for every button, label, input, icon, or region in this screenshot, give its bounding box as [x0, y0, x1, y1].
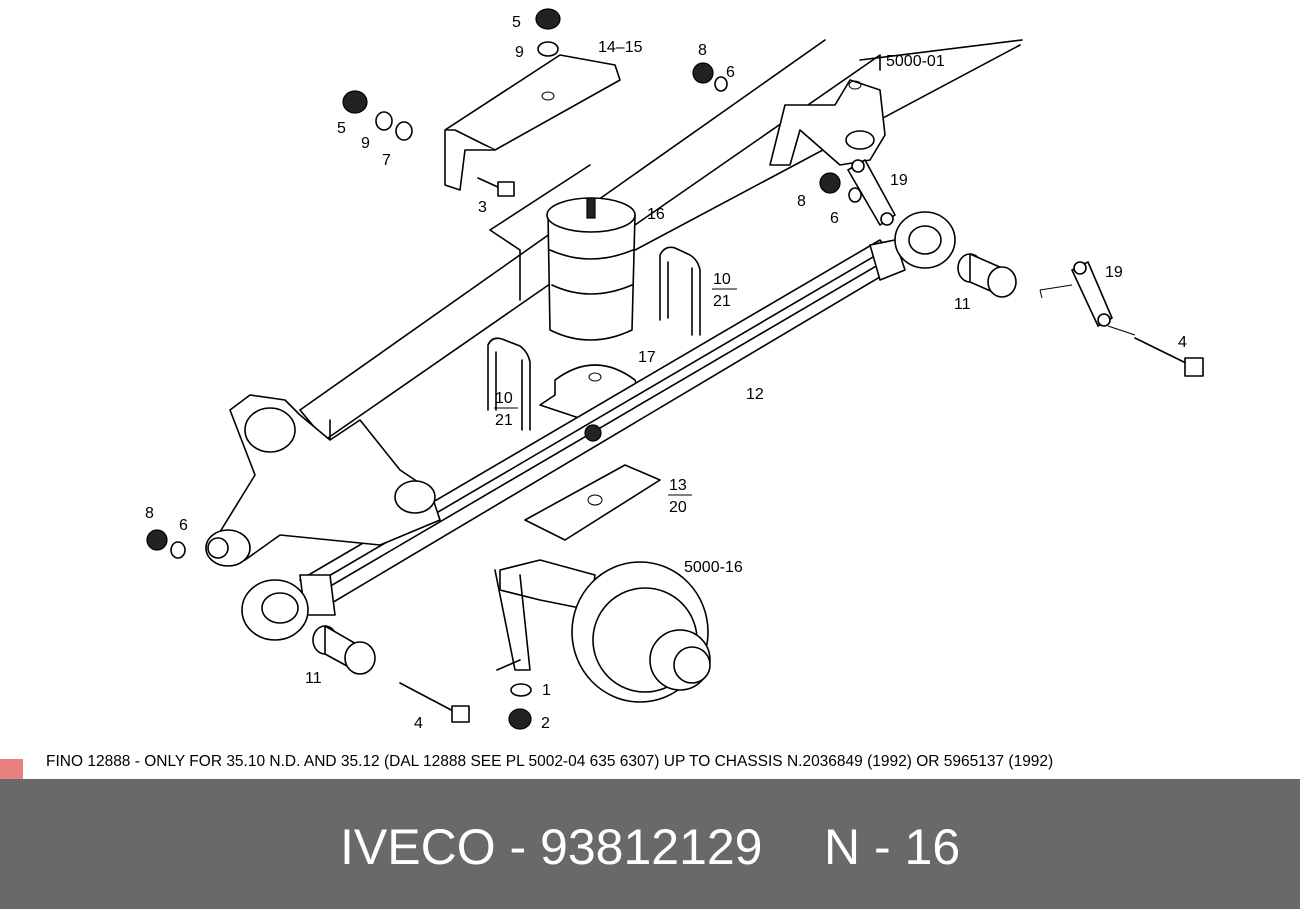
washer-6-mid — [848, 187, 862, 203]
washer-6-left — [170, 541, 186, 559]
callout-6: 6 — [726, 64, 735, 81]
spring-eye-front — [241, 579, 309, 641]
spring-eye-rear — [894, 211, 956, 269]
callout-10: 10 — [495, 390, 513, 407]
nut-8-left — [146, 529, 168, 551]
callout-4: 4 — [414, 715, 423, 732]
bolt-1 — [496, 659, 521, 671]
callout-21: 21 — [713, 293, 731, 310]
callout-9: 9 — [361, 135, 370, 152]
callout-6: 6 — [830, 210, 839, 227]
bushing-rear — [957, 253, 1017, 298]
spring-pad — [524, 464, 661, 541]
callout-11: 11 — [305, 670, 322, 687]
washer-9-left — [375, 111, 393, 131]
washer-6-top — [714, 76, 728, 92]
nut-8-top — [692, 62, 714, 84]
callout-1: 1 — [542, 682, 551, 699]
nut-8-mid — [819, 172, 841, 194]
callout-10: 10 — [713, 271, 731, 288]
callout-8: 8 — [698, 42, 707, 59]
callout-9: 9 — [515, 44, 524, 61]
note-marker — [0, 759, 23, 779]
u-bolt-rear — [659, 246, 701, 336]
nut-5-top — [535, 8, 561, 30]
nut-2 — [508, 708, 532, 730]
callout-3: 3 — [478, 199, 487, 216]
axle-housing — [205, 394, 441, 567]
callout-13: 13 — [669, 477, 687, 494]
bump-bracket — [444, 54, 621, 191]
callout-20: 20 — [669, 499, 687, 516]
callout-6: 6 — [179, 517, 188, 534]
callout-14-15: 14–15 — [598, 39, 643, 56]
callout-19: 19 — [890, 172, 908, 189]
part-number-title: IVECO - 93812129 — [340, 819, 763, 875]
u-bolt-front — [487, 337, 531, 431]
callout-2: 2 — [541, 715, 550, 732]
callout-19: 19 — [1105, 264, 1123, 281]
suspension-exploded-diagram: 5 9 14–15 8 6 5000-01 5 9 7 3 16 19 8 6 … — [145, 8, 1204, 732]
callout-4: 4 — [1178, 334, 1187, 351]
callout-16: 16 — [647, 206, 665, 223]
brake-drum — [494, 559, 711, 703]
washer-9-top — [537, 41, 559, 57]
callout-21: 21 — [495, 412, 513, 429]
bump-stop-nut — [584, 424, 602, 442]
air-spring — [546, 197, 636, 341]
callout-17: 17 — [638, 349, 656, 366]
callout-8: 8 — [797, 193, 806, 210]
washer-7-left — [395, 121, 413, 141]
callout-5000-01: 5000-01 — [886, 53, 945, 70]
shackle-upper — [847, 159, 896, 226]
applicability-note: FINO 12888 - ONLY FOR 35.10 N.D. AND 35.… — [46, 753, 1054, 770]
callout-7: 7 — [382, 152, 391, 169]
footer-bar — [0, 779, 1300, 909]
bolt-3 — [477, 177, 515, 197]
shackle-right — [1071, 261, 1113, 327]
callout-5: 5 — [512, 14, 521, 31]
bushing-front — [312, 625, 376, 675]
bolt-4-left — [399, 682, 470, 723]
callout-12: 12 — [746, 386, 764, 403]
nut-5-left — [342, 90, 368, 114]
page-reference: N - 16 — [824, 819, 961, 875]
callout-8: 8 — [145, 505, 154, 522]
washer-1 — [510, 683, 532, 697]
callout-11: 11 — [954, 296, 971, 313]
bolt-4-right — [1134, 337, 1204, 377]
callout-5: 5 — [337, 120, 346, 137]
callout-5000-16: 5000-16 — [684, 559, 743, 576]
frame-bracket — [769, 79, 886, 166]
